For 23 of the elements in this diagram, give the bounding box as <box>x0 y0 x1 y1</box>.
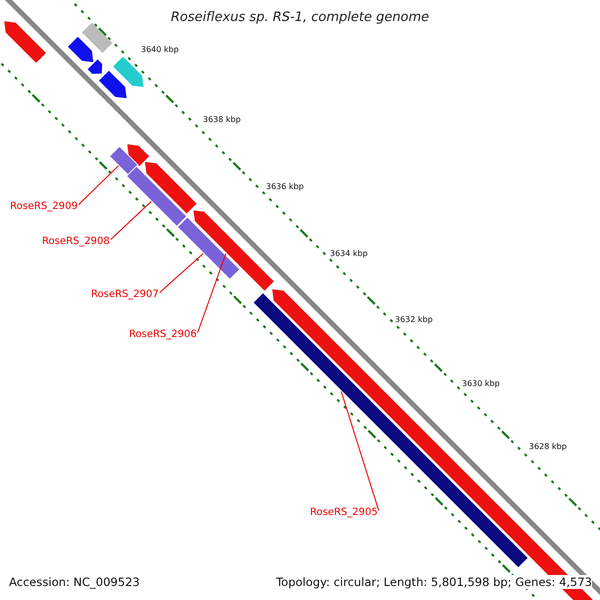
tick-label: 3630 kbp <box>462 379 500 388</box>
accession-text: Accession: NC_009523 <box>9 575 140 589</box>
gene-label: RoseRS_2909 <box>10 201 78 212</box>
gene-feature <box>126 166 188 227</box>
tick-label: 3638 kbp <box>203 115 241 124</box>
genome-summary-text: Topology: circular; Length: 5,801,598 bp; Genes: 4,573 <box>276 575 592 589</box>
gene-label: RoseRS_2907 <box>91 289 159 300</box>
gene-label: RoseRS_2905 <box>310 507 378 518</box>
gene-feature <box>176 216 240 280</box>
tick-label: 3640 kbp <box>141 45 179 54</box>
leader-line <box>197 253 226 333</box>
gene-feature <box>109 146 138 176</box>
leader-line <box>78 165 119 205</box>
tick-label: 3632 kbp <box>395 315 433 324</box>
tick-label: 3636 kbp <box>266 182 304 191</box>
gene-feature <box>192 210 275 292</box>
gene-label: RoseRS_2906 <box>129 329 197 340</box>
tick-label: 3634 kbp <box>330 249 368 258</box>
leader-line <box>159 253 204 293</box>
title: Roseiflexus sp. RS-1, complete genome <box>170 10 430 25</box>
gene-label: RoseRS_2908 <box>42 236 110 247</box>
leader-line <box>340 390 380 511</box>
gene-feature <box>252 292 529 568</box>
